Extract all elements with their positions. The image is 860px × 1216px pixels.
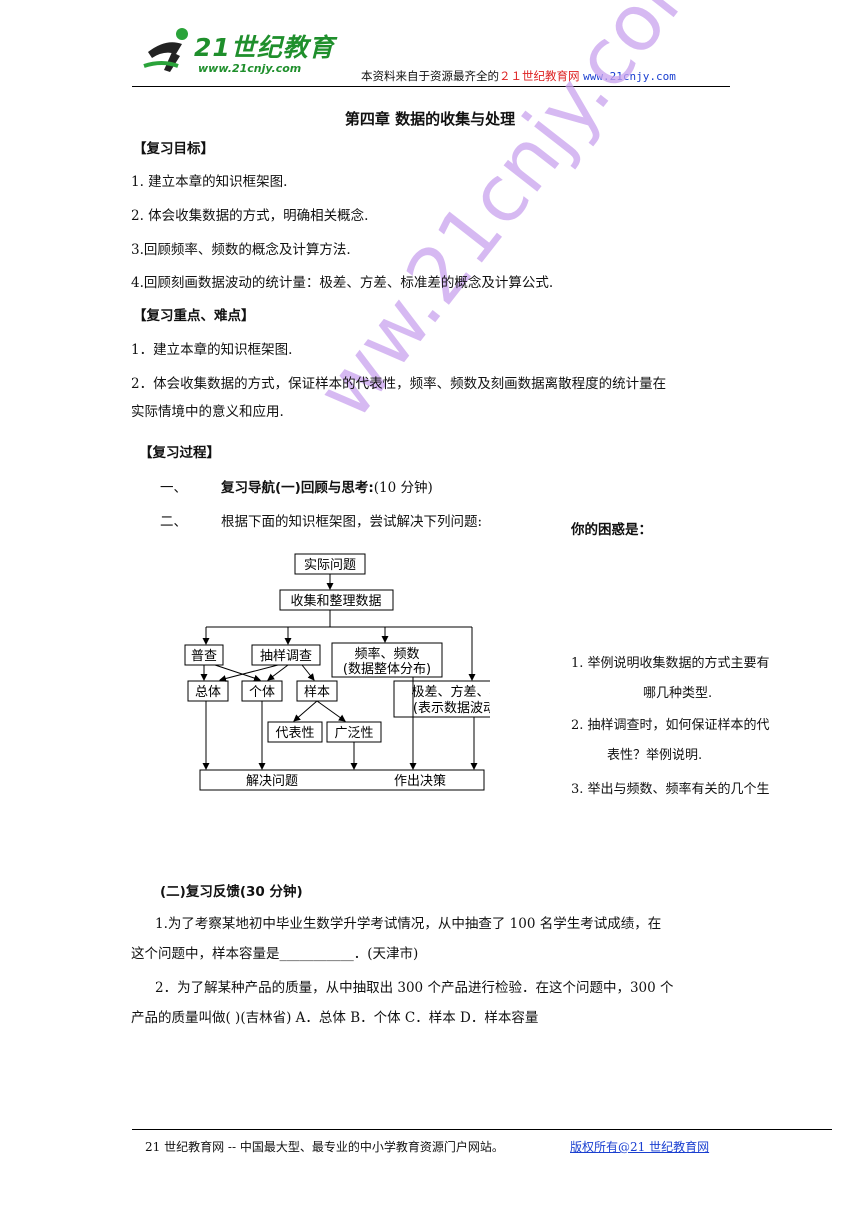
- logo-url: www.21cnjy.com: [198, 62, 302, 75]
- label-individual: 个体: [249, 685, 275, 700]
- goal-item: 2. 体会收集数据的方式，明确相关概念.: [131, 208, 369, 224]
- side-question-cont: 哪几种类型.: [643, 686, 713, 701]
- label-census: 普查: [191, 649, 217, 664]
- box-frequency: [331, 642, 443, 678]
- label-representative: 代表性: [275, 726, 314, 741]
- step-number: 二、: [160, 514, 187, 530]
- side-question: 3. 举出与频数、频率有关的几个生: [571, 782, 770, 797]
- runner-logo-icon: [143, 28, 188, 72]
- keypoint-item: 2．体会收集数据的方式，保证样本的代表性，频率、频数及刻画数据离散程度的统计量在: [131, 376, 667, 392]
- goal-item: 3.回顾频率、频数的概念及计算方法.: [131, 242, 351, 258]
- label-population: 总体: [195, 685, 221, 700]
- label-collect-data: 收集和整理数据: [290, 593, 381, 609]
- header-divider: [132, 86, 730, 87]
- logo-text: 21世纪教育: [194, 33, 335, 62]
- feedback-question: 2．为了解某种产品的质量，从中抽取出 300 个产品进行检验．在这个问题中，30…: [155, 980, 674, 996]
- box-collect-data: [279, 589, 394, 611]
- label-solve: 解决问题: [246, 774, 298, 789]
- label-sampling: 抽样调查: [260, 649, 312, 664]
- feedback-question-cont: 这个问题中，样本容量是___________．(天津市): [131, 946, 419, 962]
- step-number: 一、: [160, 480, 187, 496]
- goal-item: 1. 建立本章的知识框架图.: [131, 174, 288, 190]
- label-frequency-note: (数据整体分布): [343, 662, 431, 677]
- side-question: 1. 举例说明收集数据的方式主要有: [571, 656, 770, 671]
- box-solve-decide: [199, 769, 485, 791]
- box-dispersion: [393, 680, 490, 718]
- page-title: 第四章 数据的收集与处理: [344, 110, 516, 128]
- label-dispersion: 极差、方差、标准差: [411, 684, 490, 700]
- feedback-heading: (二)复习反馈(30 分钟): [160, 884, 303, 900]
- label-frequency: 频率、频数: [354, 646, 419, 662]
- footer-text: 21 世纪教育网 -- 中国最大型、最专业的中小学教育资源门户网站。: [145, 1140, 504, 1154]
- step-one-time: (10 分钟): [373, 480, 433, 496]
- label-decide: 作出决策: [394, 773, 446, 789]
- side-question-cont: 表性？举例说明.: [607, 748, 703, 763]
- label-dispersion-note: (表示数据波动大小): [413, 701, 490, 716]
- footer-divider: [132, 1129, 832, 1130]
- step-one-title: 复习导航(一)回顾与思考:: [221, 480, 374, 496]
- step-two-text: 根据下面的知识框架图，尝试解决下列问题:: [221, 514, 483, 530]
- box-sampling: [251, 644, 321, 666]
- label-actual-problem: 实际问题: [304, 558, 356, 573]
- confusion-label: 你的困惑是：: [571, 522, 652, 538]
- knowledge-framework-diagram: 实际问题 收集和整理数据 普查 抽样调查 频率、频数 (数据整体分布) 总体 个…: [184, 553, 490, 791]
- header-note-prefix: 本资料来自于资源最齐全的: [361, 69, 499, 83]
- header-url-link[interactable]: www.21cnjy.com: [583, 70, 676, 83]
- header-site-link[interactable]: ２１世纪教育网: [499, 69, 580, 83]
- copyright-link[interactable]: 版权所有@21 世纪教育网: [570, 1140, 710, 1154]
- side-question: 2. 抽样调查时，如何保证样本的代: [571, 718, 770, 733]
- box-representative: [267, 721, 323, 743]
- feedback-question: 1.为了考察某地初中毕业生数学升学考试情况，从中抽查了 100 名学生考试成绩，…: [155, 916, 662, 932]
- goals-heading: 【复习目标】: [133, 141, 214, 157]
- site-logo: 21世纪教育 www.21cnjy.com: [132, 18, 342, 84]
- box-population: [187, 680, 229, 702]
- step-one: 复习导航(一)回顾与思考:(10 分钟): [221, 476, 433, 496]
- keypoint-item-cont: 实际情境中的意义和应用.: [131, 404, 284, 420]
- header-note: 本资料来自于资源最齐全的２１世纪教育网 www.21cnjy.com: [361, 68, 676, 84]
- process-heading: 【复习过程】: [139, 445, 220, 461]
- label-sample: 样本: [304, 685, 330, 700]
- keypoint-item: 1．建立本章的知识框架图.: [131, 342, 293, 358]
- goal-item: 4.回顾刻画数据波动的统计量：极差、方差、标准差的概念及计算公式.: [131, 275, 554, 291]
- label-broad: 广泛性: [334, 726, 373, 741]
- feedback-question-cont: 产品的质量叫做( )(吉林省) A．总体 B．个体 C．样本 D．样本容量: [131, 1010, 539, 1026]
- keypoints-heading: 【复习重点、难点】: [133, 308, 255, 324]
